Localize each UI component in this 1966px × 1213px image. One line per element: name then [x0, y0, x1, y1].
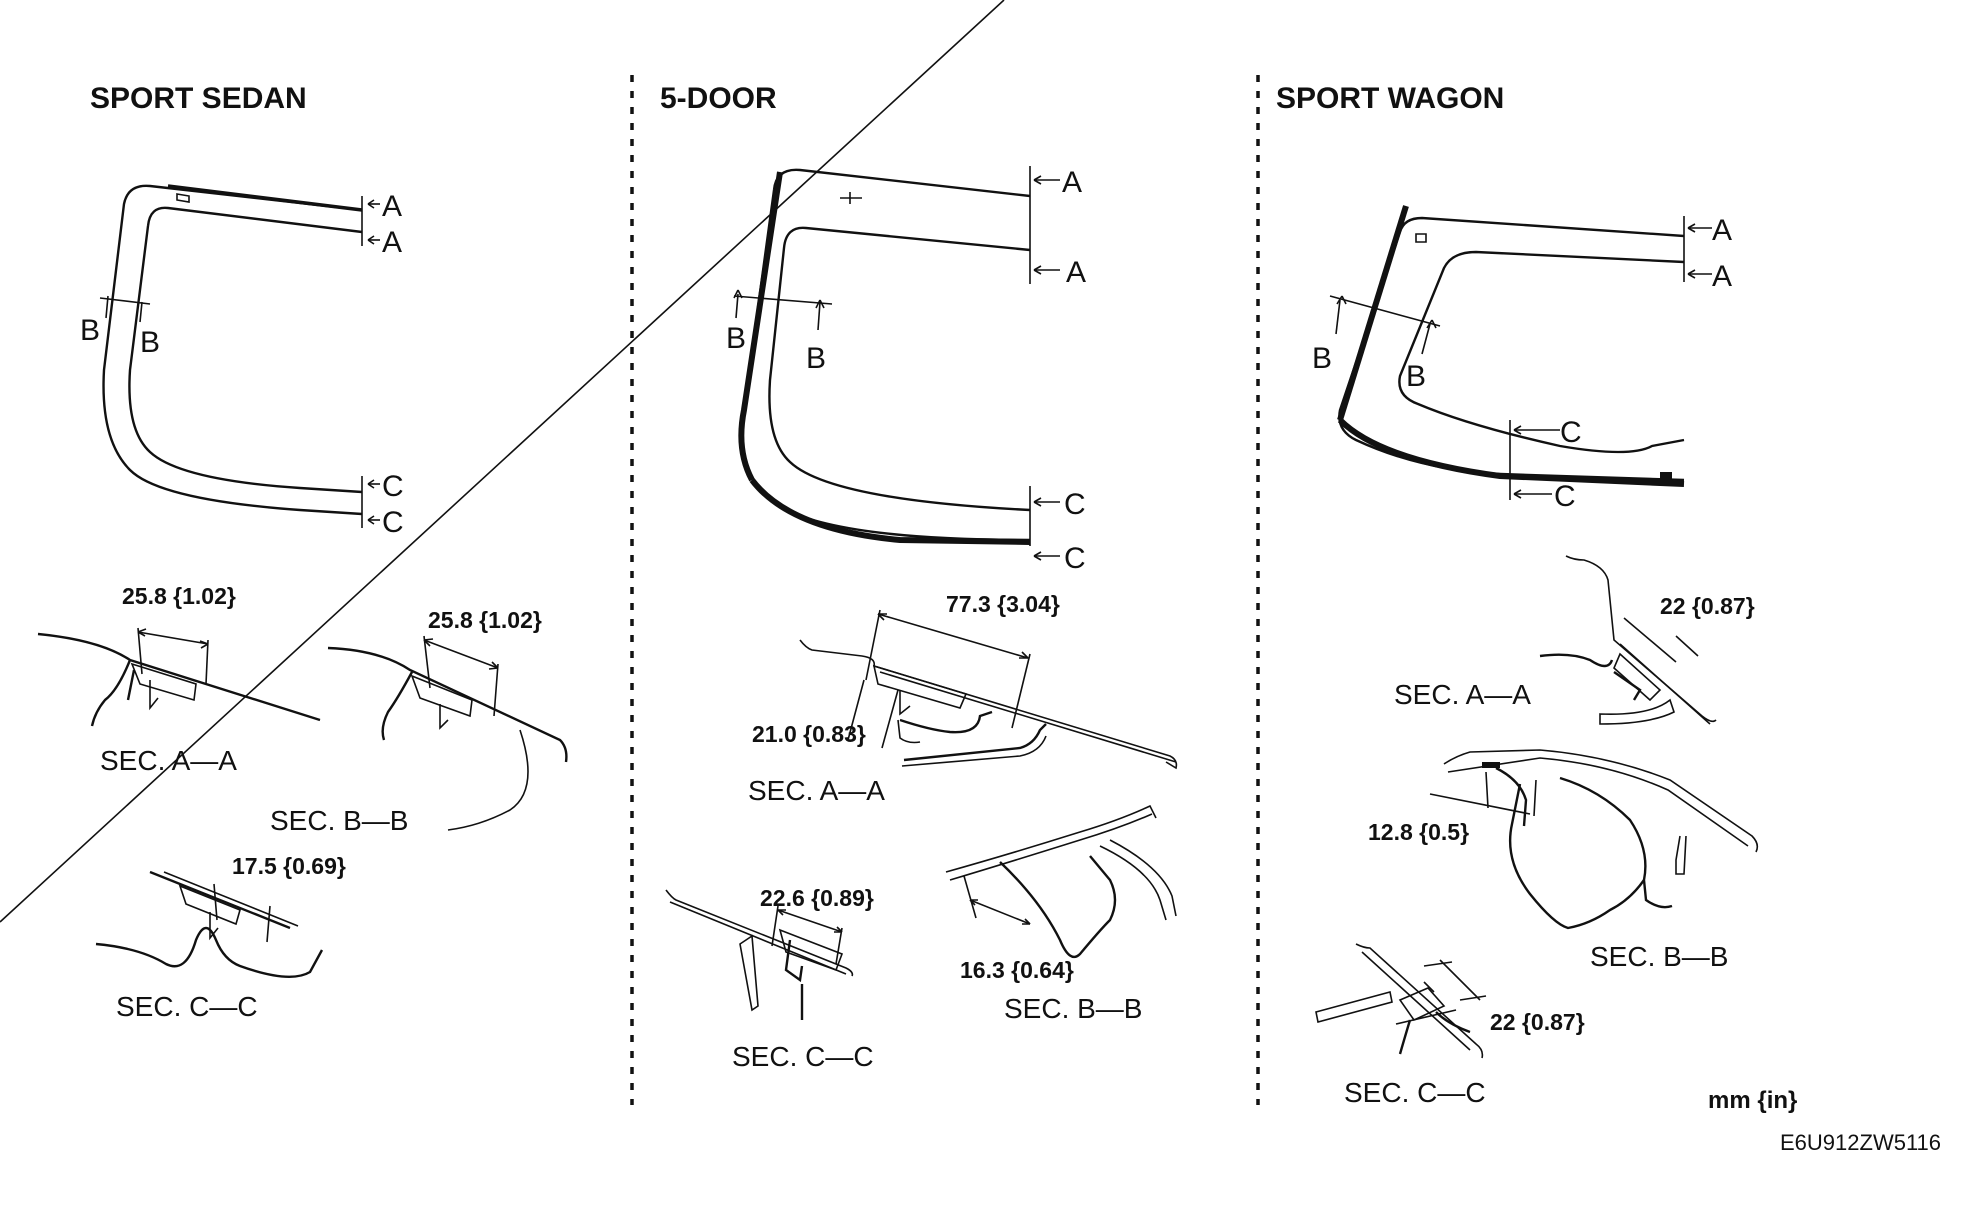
section-a-drawing: 77.3 {3.04} 21.0 {0.83} SEC. A—A: [748, 591, 1178, 806]
mark-c: C: [382, 506, 404, 539]
dimension-label: 22 {0.87}: [1490, 1009, 1585, 1035]
mark-c: C: [382, 470, 404, 503]
dimension-label: 22.6 {0.89}: [760, 885, 874, 911]
section-c-drawing: 17.5 {0.69} SEC. C—C: [95, 853, 346, 1022]
mark-b: B: [806, 342, 826, 375]
panel-5-door: 5-DOOR A A B B C C: [0, 0, 1178, 1072]
dimension-label: 16.3 {0.64}: [960, 957, 1074, 983]
section-label: SEC. A—A: [100, 745, 237, 776]
mark-a: A: [382, 190, 402, 223]
mark-a: A: [1066, 256, 1086, 289]
mark-a: A: [1712, 260, 1732, 293]
section-a-drawing: 25.8 {1.02} SEC. A—A: [37, 583, 321, 776]
mark-b: B: [1312, 342, 1332, 375]
mark-c: C: [1064, 488, 1086, 521]
panel-title: SPORT WAGON: [1276, 82, 1504, 115]
section-label: SEC. C—C: [732, 1041, 874, 1072]
panel-sport-sedan: SPORT SEDAN A A B B C C: [37, 82, 568, 1022]
mark-c: C: [1064, 542, 1086, 575]
windshield-outline: [738, 166, 1031, 546]
section-label: SEC. B—B: [1590, 941, 1728, 972]
panel-title: 5-DOOR: [660, 82, 777, 115]
section-c-drawing: 22 {0.87} SEC. C—C: [1315, 943, 1585, 1108]
dimension-label: 25.8 {1.02}: [122, 583, 236, 609]
section-label: SEC. C—C: [116, 991, 258, 1022]
section-marks: A A B B C C: [726, 166, 1086, 575]
dimension-label: 21.0 {0.83}: [752, 721, 866, 747]
mark-c: C: [1560, 416, 1582, 449]
section-marks: A A B B C C: [80, 190, 404, 539]
dimension-label: 25.8 {1.02}: [428, 607, 542, 633]
section-marks: A A B B C C: [1312, 214, 1732, 513]
section-a-drawing: 22 {0.87} SEC. A—A: [1394, 555, 1755, 725]
molding-end-block: [1660, 472, 1672, 486]
section-b-drawing: 25.8 {1.02} SEC. B—B: [270, 607, 568, 836]
mark-b: B: [140, 326, 160, 359]
panel-sport-wagon: SPORT WAGON A A B B C C: [1276, 82, 1759, 1108]
panel-title: SPORT SEDAN: [90, 82, 307, 115]
windshield-outline: [1337, 205, 1685, 487]
mark-a: A: [382, 226, 402, 259]
section-label: SEC. B—B: [270, 805, 408, 836]
section-b-drawing: 16.3 {0.64} SEC. B—B: [0, 0, 1177, 1024]
section-label: SEC. A—A: [1394, 679, 1531, 710]
dimension-label: 12.8 {0.5}: [1368, 819, 1469, 845]
mark-b: B: [80, 314, 100, 347]
section-label: SEC. C—C: [1344, 1077, 1486, 1108]
mark-c: C: [1554, 480, 1576, 513]
dimension-label: 77.3 {3.04}: [946, 591, 1060, 617]
mark-b: B: [726, 322, 746, 355]
dimension-label: 22 {0.87}: [1660, 593, 1755, 619]
section-label: SEC. A—A: [748, 775, 885, 806]
section-label: SEC. B—B: [1004, 993, 1142, 1024]
section-b-drawing: 12.8 {0.5} SEC. B—B: [1368, 749, 1759, 972]
windshield-outline: [102, 184, 363, 528]
mark-b: B: [1406, 360, 1426, 393]
mark-a: A: [1712, 214, 1732, 247]
mark-a: A: [1062, 166, 1082, 199]
figure-code: E6U912ZW5116: [1780, 1130, 1941, 1155]
section-c-drawing: 22.6 {0.89} SEC. C—C: [665, 885, 874, 1072]
dimension-label: 17.5 {0.69}: [232, 853, 346, 879]
unit-label: mm {in}: [1708, 1087, 1797, 1114]
